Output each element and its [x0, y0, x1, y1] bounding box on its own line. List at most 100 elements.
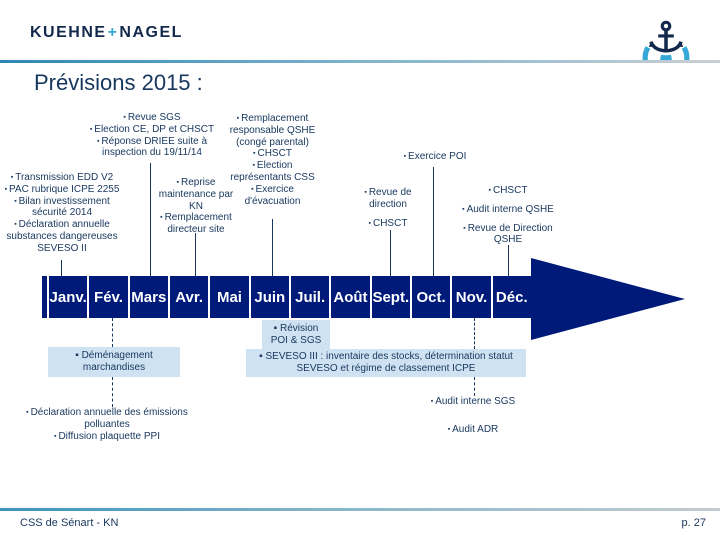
- month-cell: Août: [331, 276, 370, 318]
- wordmark-right: NAGEL: [119, 24, 183, 41]
- bullet-icon: ▪: [364, 189, 369, 196]
- bullet-icon: ▪: [273, 322, 280, 334]
- month-cell: Déc.: [492, 276, 531, 318]
- kuehne-nagel-wordmark: KUEHNE+NAGEL: [30, 24, 183, 42]
- annotation-audit-adr: ▪ Audit ADR: [428, 424, 518, 436]
- month-cell: Sept.: [371, 276, 410, 318]
- connector-line: [61, 260, 62, 276]
- page-number: p. 27: [681, 517, 706, 529]
- annotation-item: ▪ Exercice POI: [403, 151, 467, 162]
- annotation-revue-sgs: ▪ Revue SGS▪ Election CE, DP et CHSCT▪ R…: [82, 112, 222, 159]
- month-cell: Juin: [250, 276, 289, 318]
- annotation-revue-direction: ▪ Revue de direction ▪ CHSCT: [356, 187, 420, 229]
- connector-line: [433, 167, 434, 276]
- annotation-item: ▪ Revue de Direction QSHE: [463, 222, 553, 246]
- annotation-item: ▪ Audit interne SGS: [430, 396, 516, 407]
- annotation-declaration-emissions: ▪ Déclaration annuelle des émissions pol…: [22, 407, 192, 442]
- timeline-lead: [42, 276, 47, 318]
- bullet-icon: ▪: [251, 185, 256, 193]
- annotation-item: ▪ CHSCT: [253, 148, 292, 160]
- month-cell: Avr.: [169, 276, 209, 318]
- bullet-icon: ▪: [430, 398, 436, 405]
- annotation-item: ▪ Election CE, DP et CHSCT: [89, 123, 215, 135]
- dashed-connector-line: [112, 318, 113, 347]
- month-cell: Mars: [129, 276, 168, 318]
- bullet-icon: ▪: [14, 197, 19, 205]
- annotation-transmission-edd: ▪ Transmission EDD V2▪ PAC rubrique ICPE…: [0, 172, 124, 255]
- annotation-remplacement-qshe: ▪ Remplacement responsable QSHE (congé p…: [225, 113, 320, 207]
- annotation-item: ▪ CHSCT: [368, 217, 408, 229]
- month-cell: Janv.: [49, 276, 88, 318]
- annotation-item: ▪ Reprise maintenance par KN: [158, 177, 234, 212]
- annotation-item: ▪ Transmission EDD V2: [10, 172, 114, 183]
- footer-text: CSS de Sénart - KN: [20, 517, 119, 529]
- bullet-icon: ▪: [252, 162, 257, 170]
- annotation-item: ▪ Remplacement directeur site: [160, 212, 232, 236]
- bullet-icon: ▪: [462, 205, 467, 213]
- bullet-icon: ▪: [447, 426, 453, 433]
- connector-line: [195, 233, 196, 276]
- box-demenagement: ▪ Déménagement marchandises: [48, 347, 180, 377]
- month-cell: Oct.: [411, 276, 451, 318]
- connector-line: [390, 230, 391, 276]
- month-cell: Mai: [210, 276, 249, 318]
- annotation-exercice-poi: ▪ Exercice POI: [395, 151, 475, 163]
- annotation-item: ▪ Audit interne QSHE: [462, 203, 554, 215]
- dashed-connector-line: [474, 377, 475, 396]
- connector-line: [150, 163, 151, 276]
- bullet-icon: ▪: [14, 221, 19, 229]
- bullet-icon: ▪: [54, 432, 59, 440]
- annotation-item: ▪ CHSCT: [488, 185, 528, 196]
- annotation-item: ▪ Révision POI & SGS: [270, 322, 322, 346]
- bullet-icon: ▪: [4, 185, 9, 193]
- annotation-item: ▪ Audit ADR: [447, 424, 499, 435]
- bullet-icon: ▪: [259, 351, 266, 362]
- annotation-item: ▪ Remplacement responsable QSHE (congé p…: [229, 113, 316, 148]
- annotation-chsct-qshe: ▪ CHSCT ▪ Audit interne QSHE ▪ Revue de Di…: [448, 185, 568, 246]
- bullet-icon: ▪: [96, 137, 102, 145]
- annotation-item: ▪ SEVESO III : inventaire des stocks, dé…: [259, 351, 513, 374]
- annotation-reprise-maintenance: ▪ Reprise maintenance par KN▪ Remplaceme…: [158, 177, 234, 236]
- anchor-logo-icon: [642, 20, 690, 62]
- annotation-item: ▪ Réponse DRIEE suite à inspection du 19…: [96, 135, 208, 159]
- annotation-item: ▪ Election représentants CSS: [230, 160, 315, 183]
- wordmark-left: KUEHNE: [30, 24, 107, 41]
- footer-divider: [0, 508, 720, 511]
- page-title: Prévisions 2015 :: [34, 70, 203, 95]
- month-cell: Juil.: [290, 276, 330, 318]
- dashed-connector-line: [474, 318, 475, 349]
- annotation-item: ▪ Diffusion plaquette PPI: [54, 430, 160, 442]
- annotation-item: ▪ Revue de direction: [364, 187, 412, 210]
- annotation-item: ▪ Déménagement marchandises: [75, 350, 153, 373]
- month-cell: Nov.: [452, 276, 491, 318]
- bullet-icon: ▪: [368, 219, 373, 227]
- annotation-item: ▪ Déclaration annuelle des émissions pol…: [26, 407, 188, 430]
- annotation-item: ▪ PAC rubrique ICPE 2255: [4, 183, 120, 195]
- timeline-arrow-head: [531, 258, 685, 340]
- annotation-item: ▪ Exercice d'évacuation: [244, 183, 301, 207]
- header-divider: [0, 60, 720, 63]
- bullet-icon: ▪: [10, 174, 16, 181]
- box-revision-poi-sgs: ▪ Révision POI & SGS: [262, 320, 330, 349]
- annotation-item: ▪ Revue SGS: [123, 112, 181, 123]
- annotation-audit-interne-sgs: ▪ Audit interne SGS: [428, 396, 518, 408]
- dashed-connector-line: [112, 377, 113, 407]
- bullet-icon: ▪: [176, 179, 181, 186]
- connector-line: [272, 219, 273, 276]
- bullet-icon: ▪: [75, 350, 82, 361]
- bullet-icon: ▪: [463, 224, 468, 232]
- bullet-icon: ▪: [236, 115, 242, 122]
- bullet-icon: ▪: [253, 150, 258, 158]
- month-cell: Fév.: [89, 276, 128, 318]
- bullet-icon: ▪: [89, 125, 95, 133]
- bullet-icon: ▪: [403, 153, 409, 160]
- annotation-item: ▪ Déclaration annuelle substances danger…: [6, 219, 118, 254]
- annotation-item: ▪ Bilan investissement sécurité 2014: [14, 195, 110, 219]
- bullet-icon: ▪: [160, 214, 165, 222]
- wordmark-plus: +: [107, 24, 119, 41]
- connector-line: [508, 245, 509, 276]
- bullet-icon: ▪: [26, 409, 31, 416]
- bullet-icon: ▪: [123, 114, 128, 121]
